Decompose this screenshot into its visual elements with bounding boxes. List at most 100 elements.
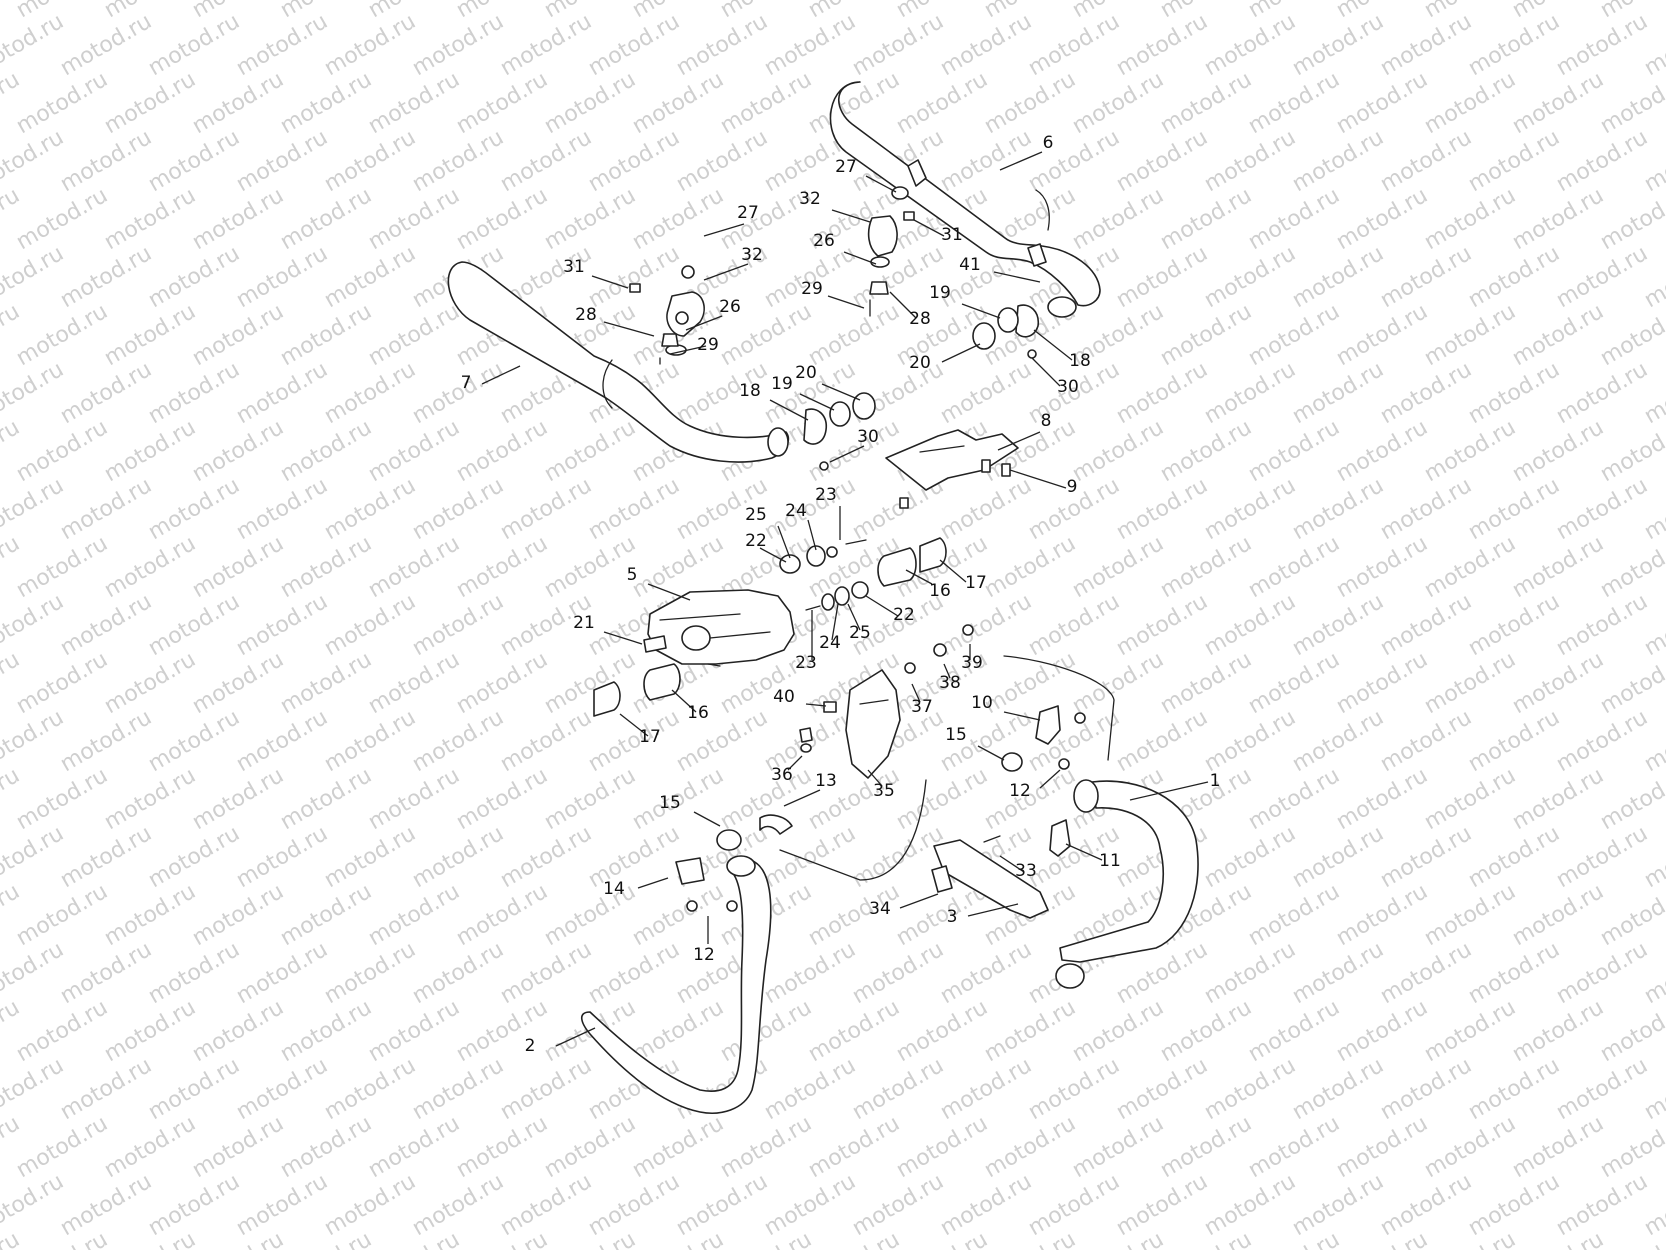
- heat-shield-35: [799, 624, 974, 779]
- callout-label-19: 19: [771, 374, 793, 394]
- callout-label-31: 31: [563, 257, 585, 277]
- callout-label-27: 27: [737, 203, 759, 223]
- callout-leader: [999, 855, 1025, 873]
- catalyst-box-5: [643, 589, 795, 667]
- callout-label-27: 27: [835, 157, 857, 177]
- heat-shield-3: [931, 835, 1049, 919]
- heat-shield-8: [885, 429, 1019, 509]
- sleeve-clamp-lower: [593, 663, 681, 717]
- callout-leader: [831, 603, 839, 641]
- callout-label-6: 6: [1043, 133, 1054, 153]
- callout-label-24: 24: [819, 633, 841, 653]
- callout-label-31: 31: [941, 225, 963, 245]
- callout-label-10: 10: [971, 693, 993, 713]
- header-pipe-left-2: [580, 779, 927, 1114]
- callout-leader: [603, 321, 655, 337]
- callout-label-25: 25: [849, 623, 871, 643]
- callout-leader: [821, 383, 861, 401]
- callout-leader: [671, 689, 697, 713]
- callout-leader: [867, 769, 883, 787]
- callout-leader: [555, 1027, 596, 1047]
- callout-leader: [787, 755, 803, 771]
- callout-leader: [1065, 843, 1103, 861]
- callout-leader: [941, 343, 981, 363]
- callout-leader: [1003, 711, 1041, 721]
- callout-label-41: 41: [959, 255, 981, 275]
- callout-label-28: 28: [575, 305, 597, 325]
- callout-label-36: 36: [771, 765, 793, 785]
- callout-leader: [829, 445, 865, 463]
- callout-leader: [865, 175, 897, 193]
- callout-label-17: 17: [965, 573, 987, 593]
- callout-leader: [669, 345, 707, 355]
- callout-label-24: 24: [785, 501, 807, 521]
- callout-label-28: 28: [909, 309, 931, 329]
- callout-leader: [619, 713, 649, 737]
- callout-leader: [961, 303, 1001, 319]
- callout-leader: [637, 877, 669, 889]
- callout-leader: [769, 399, 809, 421]
- callout-leader: [759, 547, 787, 563]
- callout-leader: [703, 223, 745, 237]
- flange-right: [1001, 705, 1086, 857]
- callout-label-15: 15: [945, 725, 967, 745]
- callout-leader: [805, 703, 827, 707]
- callout-label-26: 26: [813, 231, 835, 251]
- callout-leader: [997, 431, 1041, 451]
- callout-leader: [783, 789, 821, 807]
- callout-label-26: 26: [719, 297, 741, 317]
- callout-label-22: 22: [745, 531, 767, 551]
- callout-label-16: 16: [687, 703, 709, 723]
- header-pipe-right-1: [1003, 655, 1199, 989]
- muffler-right-6: [829, 81, 1101, 318]
- callout-leader: [977, 745, 1005, 761]
- callout-label-25: 25: [745, 505, 767, 525]
- clamp-rings-left: [803, 392, 876, 471]
- callout-leader: [703, 263, 749, 281]
- callout-label-20: 20: [795, 363, 817, 383]
- callout-label-13: 13: [815, 771, 837, 791]
- callout-label-20: 20: [909, 353, 931, 373]
- callout-leader: [1039, 769, 1061, 789]
- callout-label-11: 11: [1099, 851, 1121, 871]
- callout-label-40: 40: [773, 687, 795, 707]
- callout-label-7: 7: [461, 373, 472, 393]
- callout-leader: [777, 525, 791, 559]
- callout-label-23: 23: [795, 653, 817, 673]
- callout-leader: [999, 151, 1043, 171]
- callout-label-21: 21: [573, 613, 595, 633]
- callout-leader: [899, 893, 939, 909]
- callout-leader: [807, 519, 817, 551]
- callout-layer: 1235678910111212131415151616171718181919…: [461, 133, 1221, 1056]
- callout-leader: [967, 903, 1019, 917]
- callout-leader: [1031, 357, 1061, 387]
- callout-leader: [847, 603, 861, 631]
- callout-label-16: 16: [929, 581, 951, 601]
- bracket-left-32: [629, 265, 705, 365]
- callout-leader: [1129, 781, 1209, 801]
- callout-label-34: 34: [869, 899, 891, 919]
- callout-leader: [591, 275, 629, 289]
- callout-label-3: 3: [947, 907, 958, 927]
- callout-label-22: 22: [893, 605, 915, 625]
- callout-label-1: 1: [1210, 771, 1221, 791]
- callout-leader: [693, 811, 721, 827]
- callout-label-23: 23: [815, 485, 837, 505]
- callout-label-2: 2: [525, 1036, 536, 1056]
- callout-label-39: 39: [961, 653, 983, 673]
- callout-label-29: 29: [801, 279, 823, 299]
- callout-label-30: 30: [1057, 377, 1079, 397]
- callout-leader: [905, 569, 933, 585]
- clamp-rings-right: [972, 304, 1040, 359]
- muffler-left-7: [447, 261, 790, 463]
- callout-label-33: 33: [1015, 861, 1037, 881]
- callout-label-15: 15: [659, 793, 681, 813]
- callout-leader: [685, 315, 723, 331]
- callout-label-38: 38: [939, 673, 961, 693]
- callout-leader: [481, 365, 521, 385]
- callout-leader: [1033, 329, 1073, 361]
- callout-leader: [799, 393, 835, 411]
- callout-leader: [647, 583, 691, 601]
- callout-leader: [827, 295, 865, 309]
